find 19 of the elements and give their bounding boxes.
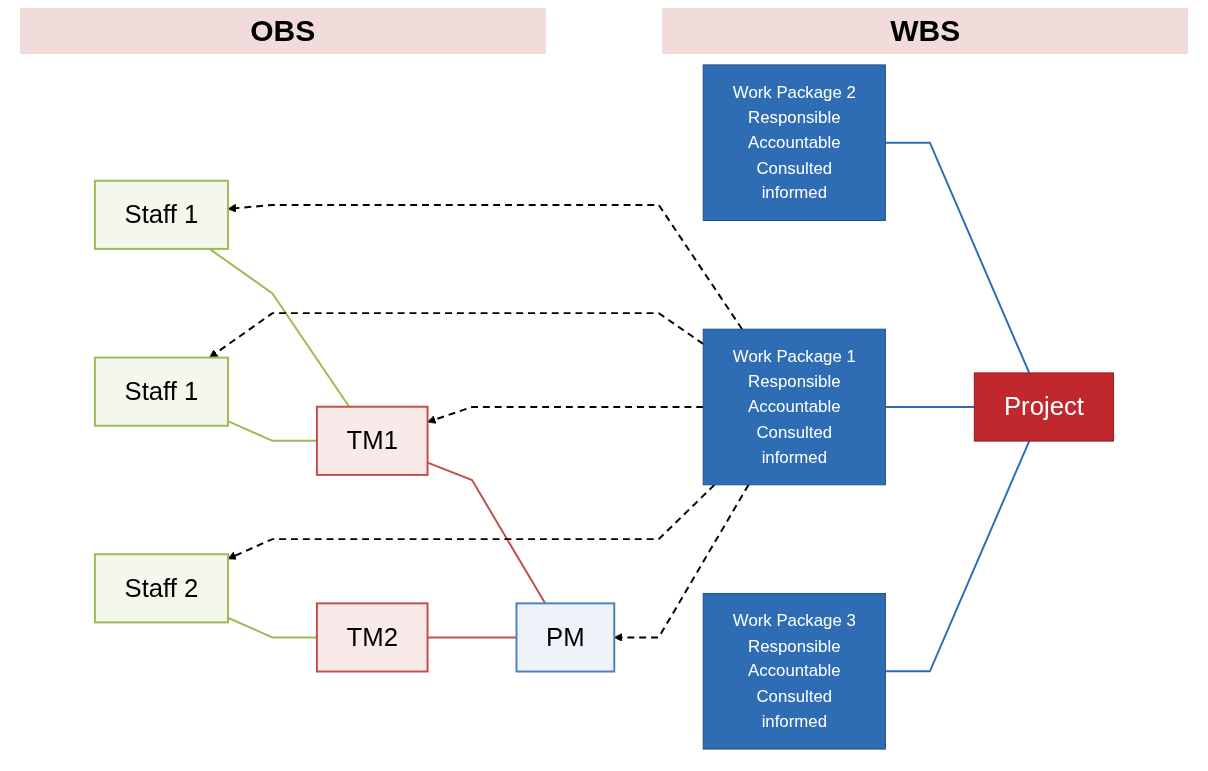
node-box: Staff 1 bbox=[93, 356, 229, 427]
section-heading: OBS bbox=[20, 8, 546, 54]
connector bbox=[884, 439, 1030, 672]
node-box: Staff 2 bbox=[93, 552, 229, 623]
connector bbox=[208, 247, 350, 408]
section-heading: WBS bbox=[662, 8, 1188, 54]
connector bbox=[884, 141, 1030, 374]
connector bbox=[884, 405, 976, 408]
node-box: PM bbox=[515, 601, 616, 672]
node-box: Project bbox=[973, 371, 1114, 442]
arrow bbox=[227, 203, 743, 330]
node-box: Work Package 1 Responsible Accountable Consulted informed bbox=[702, 328, 886, 485]
arrow bbox=[209, 311, 704, 358]
node-box: Work Package 2 Responsible Accountable Consulted informed bbox=[702, 63, 886, 221]
node-box: Work Package 3 Responsible Accountable Consulted informed bbox=[702, 592, 886, 750]
node-box: TM1 bbox=[315, 405, 429, 476]
node-box: TM2 bbox=[315, 601, 429, 672]
node-box: Staff 1 bbox=[93, 179, 229, 250]
arrow bbox=[227, 483, 716, 560]
